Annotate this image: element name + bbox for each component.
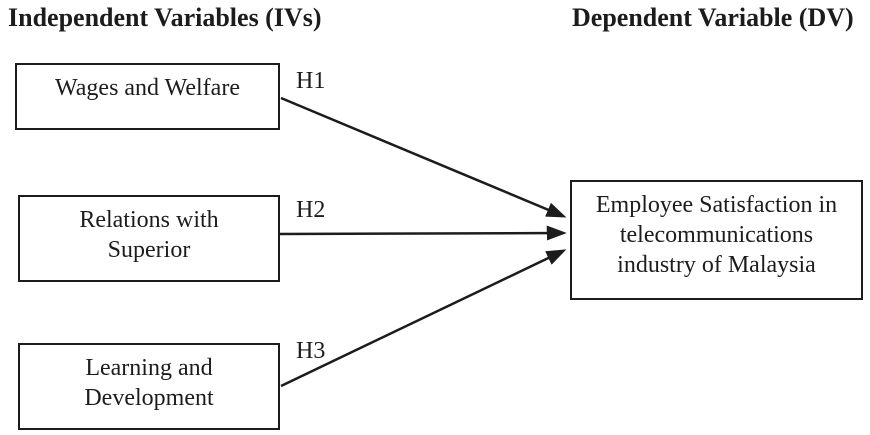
arrow-h2: [279, 225, 567, 241]
dv-box-employee-satisfaction: Employee Satisfaction in telecommunicati…: [570, 180, 863, 300]
arrow-h3: [280, 249, 567, 388]
iv-box-label: Relations with Superior: [79, 207, 219, 263]
hypothesis-label-h3: H3: [296, 338, 326, 364]
iv-column-header: Independent Variables (IVs): [8, 3, 322, 32]
iv-box-relations-with-superior: Relations with Superior: [18, 195, 280, 282]
iv-box-wages-and-welfare: Wages and Welfare: [15, 63, 280, 130]
iv-box-learning-and-development: Learning and Development: [18, 343, 280, 430]
dv-box-label: Employee Satisfaction in telecommunicati…: [595, 192, 838, 278]
hypothesis-label-h1: H1: [296, 68, 326, 94]
dv-column-header: Dependent Variable (DV): [572, 3, 854, 32]
iv-box-label: Wages and Welfare: [55, 75, 240, 101]
iv-box-label: Learning and Development: [84, 355, 214, 411]
hypothesis-label-h2: H2: [296, 197, 326, 223]
